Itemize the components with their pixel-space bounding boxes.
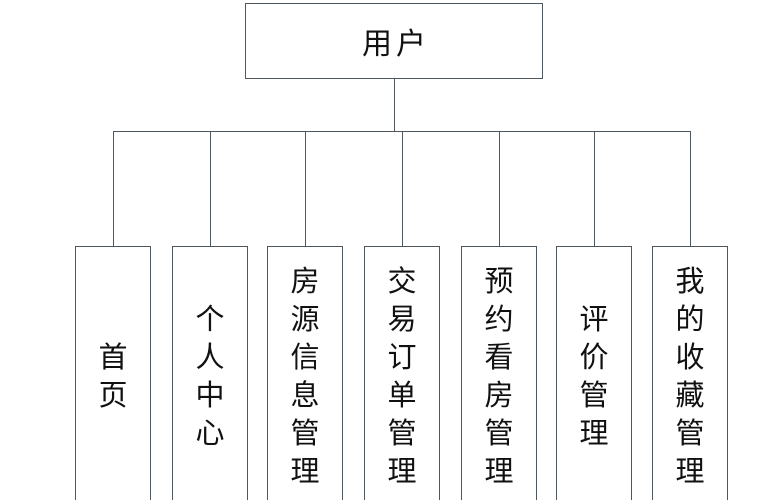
child-node-label: 房源信息管理 bbox=[290, 266, 320, 488]
root-node-user: 用户 bbox=[245, 3, 543, 79]
child-node-personal-center: 个人中心 bbox=[172, 246, 248, 500]
drop-line-transaction-order-management bbox=[402, 131, 403, 246]
drop-line-personal-center bbox=[210, 131, 211, 246]
child-node-label: 预约看房管理 bbox=[484, 266, 514, 488]
root-stem-line bbox=[394, 79, 395, 131]
drop-line-my-favorites-management bbox=[690, 131, 691, 246]
child-node-label: 交易订单管理 bbox=[387, 266, 417, 488]
child-node-label: 我的收藏管理 bbox=[675, 266, 705, 488]
child-node-housing-info-management: 房源信息管理 bbox=[267, 246, 343, 500]
child-node-label: 评价管理 bbox=[579, 304, 609, 450]
child-node-label: 个人中心 bbox=[195, 304, 225, 450]
root-node-label: 用户 bbox=[362, 28, 430, 61]
drop-line-appointment-viewing-management bbox=[499, 131, 500, 246]
drop-line-home bbox=[113, 131, 114, 246]
child-node-review-management: 评价管理 bbox=[556, 246, 632, 500]
child-node-label: 首页 bbox=[98, 342, 128, 412]
child-node-transaction-order-management: 交易订单管理 bbox=[364, 246, 440, 500]
drop-line-housing-info-management bbox=[305, 131, 306, 246]
child-node-home: 首页 bbox=[75, 246, 151, 500]
child-node-my-favorites-management: 我的收藏管理 bbox=[652, 246, 728, 500]
drop-line-review-management bbox=[594, 131, 595, 246]
child-node-appointment-viewing-management: 预约看房管理 bbox=[461, 246, 537, 500]
